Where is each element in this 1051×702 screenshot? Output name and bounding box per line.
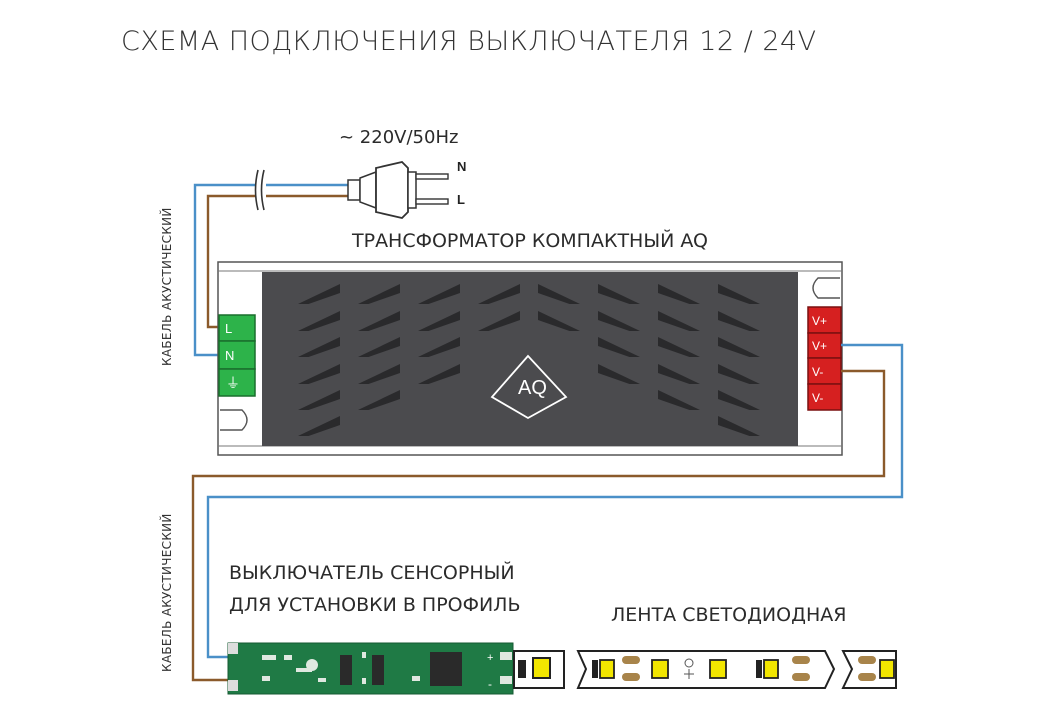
transformer-label: ТРАНСФОРМАТОР КОМПАКТНЫЙ AQ xyxy=(352,230,708,252)
mains-wires xyxy=(193,183,352,357)
vent-slot xyxy=(298,416,340,436)
vent-slot xyxy=(718,390,760,410)
vent-slot xyxy=(478,284,520,304)
switch-minus-label: - xyxy=(488,677,492,691)
vent-slot xyxy=(358,311,400,331)
vent-slot xyxy=(538,284,580,304)
vent-slot xyxy=(598,284,640,304)
led-strip-segment-1 xyxy=(513,650,565,689)
led-strip-segment-2 xyxy=(576,650,836,689)
output-wires xyxy=(191,343,904,682)
vent-slot xyxy=(718,284,760,304)
vent-slot xyxy=(718,337,760,357)
vent-slot xyxy=(478,311,520,331)
terminal-vminus-1: V- xyxy=(812,365,823,379)
switch-label-line2: ДЛЯ УСТАНОВКИ В ПРОФИЛЬ xyxy=(229,594,521,616)
vent-slot xyxy=(658,337,700,357)
vent-slot xyxy=(418,311,460,331)
vent-slot xyxy=(358,284,400,304)
terminal-n-label: N xyxy=(225,348,234,363)
pin-n-label: N xyxy=(457,159,466,174)
vent-slot xyxy=(298,390,340,410)
vent-slot xyxy=(538,311,580,331)
terminal-l-label: L xyxy=(225,321,232,336)
vent-slot xyxy=(598,337,640,357)
aq-logo-text: AQ xyxy=(518,377,547,399)
vent-slot xyxy=(718,311,760,331)
aq-logo-icon: AQ xyxy=(490,354,568,420)
page-title: СХЕМА ПОДКЛЮЧЕНИЯ ВЫКЛЮЧАТЕЛЯ 12 / 24V xyxy=(121,26,817,57)
vent-slot xyxy=(298,311,340,331)
vent-slot xyxy=(298,284,340,304)
led-strip-segment-3 xyxy=(841,650,897,689)
vent-slot xyxy=(358,364,400,384)
input-terminal-block: L N ⏚ xyxy=(218,314,256,397)
touch-switch-pcb: + - xyxy=(227,642,514,695)
switch-label-line1: ВЫКЛЮЧАТЕЛЬ СЕНСОРНЫЙ xyxy=(229,562,515,584)
pin-l-label: L xyxy=(457,192,465,207)
cable-break-symbol xyxy=(254,169,265,211)
led-strip-label: ЛЕНТА СВЕТОДИОДНАЯ xyxy=(611,604,847,626)
vent-slot xyxy=(658,364,700,384)
terminal-vplus-2: V+ xyxy=(812,339,827,353)
output-terminal-block: V+ V+ V- V- xyxy=(807,306,842,411)
vent-slot xyxy=(658,311,700,331)
vent-slot xyxy=(718,416,760,436)
vent-slot xyxy=(418,284,460,304)
ventilation-slots xyxy=(298,284,760,436)
ground-icon: ⏚ xyxy=(226,375,240,391)
vent-slot xyxy=(418,337,460,357)
terminal-vminus-2: V- xyxy=(812,391,823,405)
switch-plus-label: + xyxy=(487,652,493,664)
vent-slot xyxy=(418,364,460,384)
terminal-vplus-1: V+ xyxy=(812,314,827,328)
vent-slot xyxy=(298,337,340,357)
vent-slot xyxy=(598,364,640,384)
vent-slot xyxy=(598,311,640,331)
vent-slot xyxy=(718,364,760,384)
vent-slot xyxy=(358,390,400,410)
vent-slot xyxy=(658,390,700,410)
vent-slot xyxy=(358,337,400,357)
mains-voltage-label: ~ 220V/50Hz xyxy=(339,127,459,148)
vent-slot xyxy=(298,364,340,384)
vent-slot xyxy=(658,284,700,304)
power-plug-icon xyxy=(347,161,449,219)
